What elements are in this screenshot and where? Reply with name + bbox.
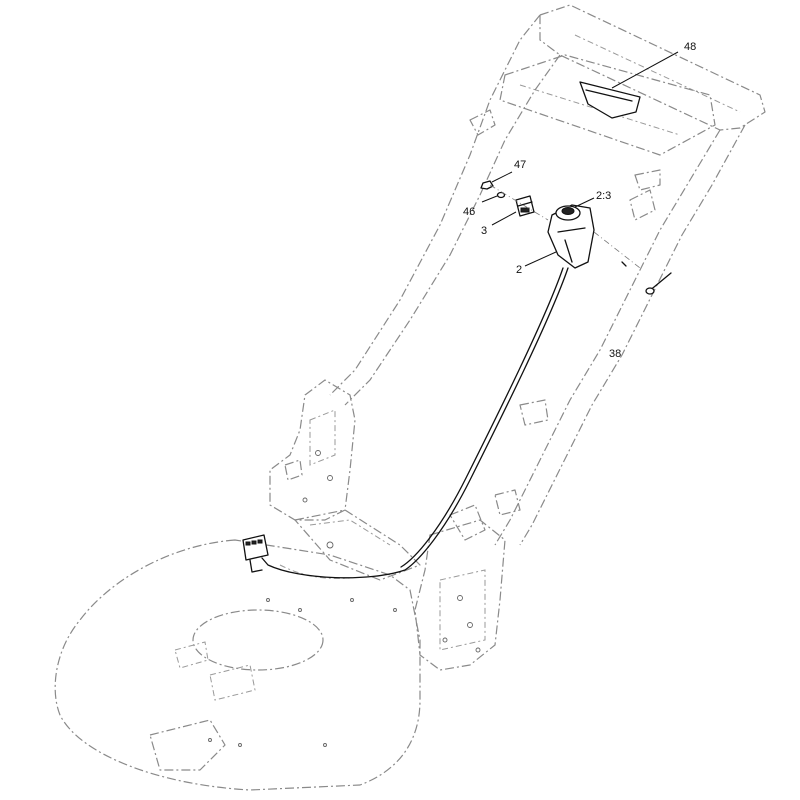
callout-48: 48 <box>684 41 696 53</box>
leader-lines <box>481 51 679 267</box>
nut-part-47 <box>480 180 494 190</box>
washer-part-46 <box>496 191 506 199</box>
callout-2-3: 2:3 <box>596 190 611 202</box>
callout-38: 38 <box>609 348 621 360</box>
bolt <box>621 261 672 295</box>
callout-2: 2 <box>516 264 522 276</box>
callout-47: 47 <box>514 159 526 171</box>
callout-3: 3 <box>481 225 487 237</box>
handle-assembly-outline <box>269 4 766 671</box>
mounting-holes <box>208 450 481 747</box>
control-housing-part-2 <box>547 204 595 269</box>
decal-part-48 <box>579 81 641 119</box>
callout-46: 46 <box>463 206 475 218</box>
cable-harness <box>242 267 569 579</box>
